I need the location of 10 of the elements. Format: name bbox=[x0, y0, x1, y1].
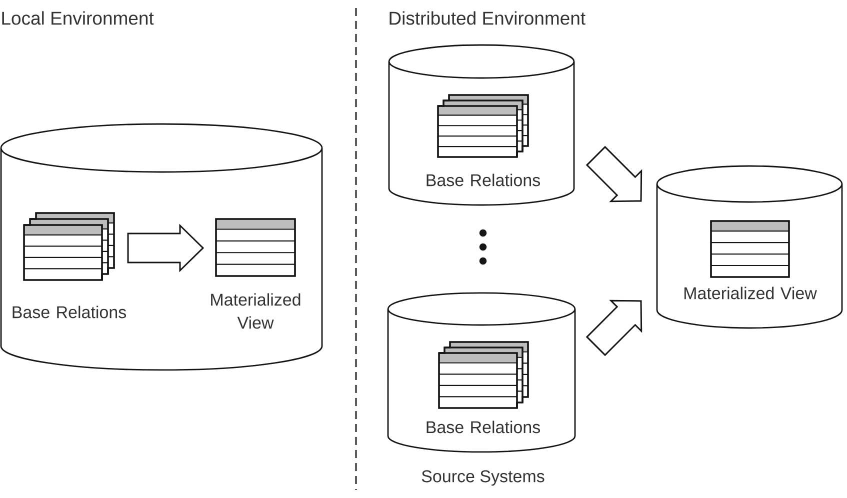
database-cylinder bbox=[0, 123, 323, 371]
section-heading: Distributed Environment bbox=[390, 11, 586, 25]
database-cylinder: Base Relations bbox=[387, 292, 576, 453]
section-heading: Local Environment bbox=[2, 11, 154, 25]
table-caption: Materialized View bbox=[211, 293, 300, 329]
block-arrow bbox=[127, 224, 204, 272]
table-caption: Base Relations bbox=[12, 306, 126, 318]
caption: Source Systems bbox=[422, 470, 544, 486]
database-cylinder: Base Relations bbox=[388, 44, 575, 206]
database-cylinder: Materialized View bbox=[656, 165, 843, 329]
